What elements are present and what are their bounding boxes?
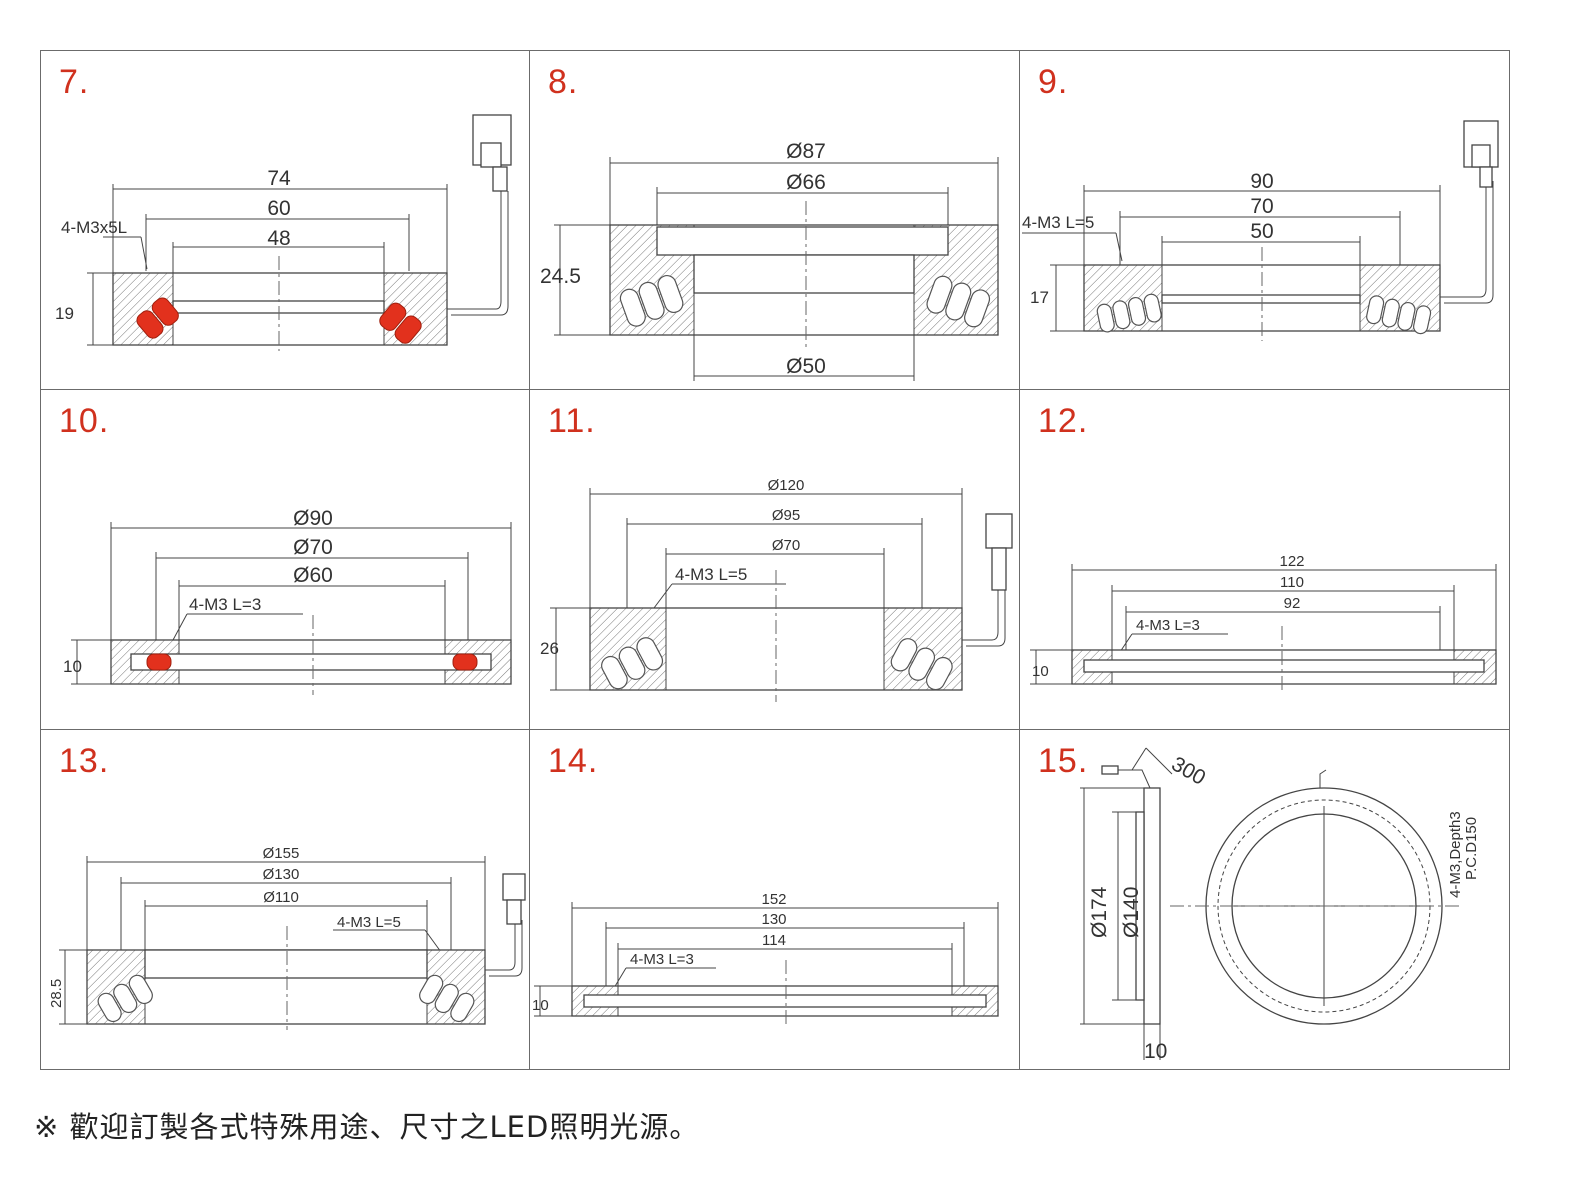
dim-height-17: 17 bbox=[1030, 288, 1049, 307]
dim-70: 70 bbox=[1250, 195, 1273, 218]
dim-d60: Ø60 bbox=[293, 564, 333, 587]
mount-note: 4-M3,Depth3 bbox=[1447, 811, 1464, 898]
panel-number: 12. bbox=[1038, 402, 1089, 440]
thread-note: 4-M3 L=3 bbox=[189, 595, 261, 614]
dim-d110: Ø110 bbox=[263, 889, 299, 906]
dim-48: 48 bbox=[267, 227, 290, 250]
panel-11-drawing: Ø120 Ø95 Ø70 4-M3 L=5 26 bbox=[540, 477, 1013, 702]
panel-number: 14. bbox=[548, 742, 599, 780]
drawing-grid: 7. 74 60 48 4-M3x5L bbox=[40, 50, 1510, 1070]
dim-d70: Ø70 bbox=[293, 536, 333, 559]
pcd-note: P.C.D150 bbox=[1463, 817, 1480, 880]
thread-note: 4-M3 L=3 bbox=[1136, 617, 1200, 634]
panel-13: 13. Ø155 Ø130 Ø110 4-M3 L=5 bbox=[40, 730, 530, 1070]
dim-110: 110 bbox=[1280, 574, 1304, 591]
dim-height-10: 10 bbox=[532, 997, 549, 1014]
thread-note: 4-M3 L=3 bbox=[630, 951, 694, 968]
dim-height-24-5: 24.5 bbox=[540, 265, 581, 288]
dim-height-19: 19 bbox=[55, 304, 74, 323]
footer-note: ※ 歡迎訂製各式特殊用途、尺寸之LED照明光源。 bbox=[34, 1110, 700, 1144]
dim-122: 122 bbox=[1279, 553, 1304, 570]
dim-height-28-5: 28.5 bbox=[48, 979, 65, 1008]
panel-number: 10. bbox=[59, 402, 110, 440]
dim-d130: Ø130 bbox=[263, 866, 300, 883]
dim-d120: Ø120 bbox=[768, 477, 805, 494]
thread-note: 4-M3 L=5 bbox=[675, 565, 747, 584]
thread-note: 4-M3 L=5 bbox=[1022, 213, 1094, 232]
cable-length-300: 300 bbox=[1168, 752, 1210, 789]
panel-10: 10. Ø90 Ø70 Ø60 4-M3 L=3 bbox=[40, 390, 530, 730]
dim-d140: Ø140 bbox=[1120, 887, 1143, 938]
panel-14-drawing: 152 130 114 4-M3 L=3 10 bbox=[532, 891, 999, 1026]
panel-9-drawing: 90 70 50 4-M3 L=5 17 bbox=[1022, 120, 1499, 341]
dim-d70: Ø70 bbox=[772, 537, 800, 554]
thread-note: 4-M3x5L bbox=[61, 218, 127, 237]
panel-7-drawing: 74 60 48 4-M3x5L 19 bbox=[55, 114, 512, 351]
dim-height-26: 26 bbox=[540, 639, 559, 658]
panel-10-drawing: Ø90 Ø70 Ø60 4-M3 L=3 10 bbox=[63, 507, 512, 695]
panel-number: 11. bbox=[548, 402, 596, 440]
panel-15: 15. Ø174 Ø140 10 300 bbox=[1020, 730, 1510, 1070]
dim-152: 152 bbox=[761, 891, 786, 908]
dim-50: 50 bbox=[1250, 220, 1273, 243]
panel-number: 9. bbox=[1038, 63, 1069, 101]
dim-90: 90 bbox=[1250, 170, 1273, 193]
panel-number: 8. bbox=[548, 63, 579, 101]
dim-60: 60 bbox=[267, 197, 290, 220]
dim-130: 130 bbox=[761, 911, 786, 928]
panel-11: 11. Ø120 Ø95 Ø70 4-M3 L=5 bbox=[530, 390, 1020, 730]
dim-d87: Ø87 bbox=[786, 140, 826, 163]
panel-12-drawing: 122 110 92 4-M3 L=3 10 bbox=[1030, 553, 1497, 690]
dim-114: 114 bbox=[762, 932, 786, 949]
panel-13-drawing: Ø155 Ø130 Ø110 4-M3 L=5 28.5 bbox=[48, 845, 526, 1030]
dim-d174: Ø174 bbox=[1088, 886, 1111, 938]
thread-note: 4-M3 L=5 bbox=[337, 914, 401, 931]
panel-9: 9. 90 70 50 4-M3 L=5 bbox=[1020, 50, 1510, 390]
panel-15-drawing: Ø174 Ø140 10 300 4-M3,Depth3 P.C.D150 bbox=[1080, 747, 1480, 1063]
panel-8-drawing: Ø87 Ø66 Ø50 24.5 bbox=[540, 140, 999, 381]
dim-height-10: 10 bbox=[63, 657, 82, 676]
panel-number: 7. bbox=[59, 63, 90, 101]
panel-number: 13. bbox=[59, 742, 110, 780]
panel-8: 8. Ø87 Ø66 Ø50 bbox=[530, 50, 1020, 390]
dim-92: 92 bbox=[1284, 595, 1301, 612]
dim-d50: Ø50 bbox=[786, 355, 826, 378]
dim-d155: Ø155 bbox=[263, 845, 300, 862]
dim-height-10: 10 bbox=[1032, 663, 1049, 680]
panel-12: 12. 122 110 92 4-M3 L=3 10 bbox=[1020, 390, 1510, 730]
panel-number: 15. bbox=[1038, 742, 1089, 780]
dim-width-10: 10 bbox=[1144, 1040, 1167, 1063]
dim-d95: Ø95 bbox=[772, 507, 800, 524]
dim-d66: Ø66 bbox=[786, 171, 826, 194]
dim-74: 74 bbox=[267, 167, 291, 190]
panel-7: 7. 74 60 48 4-M3x5L bbox=[40, 50, 530, 390]
dim-d90: Ø90 bbox=[293, 507, 333, 530]
panel-14: 14. 152 130 114 4-M3 L=3 10 bbox=[530, 730, 1020, 1070]
